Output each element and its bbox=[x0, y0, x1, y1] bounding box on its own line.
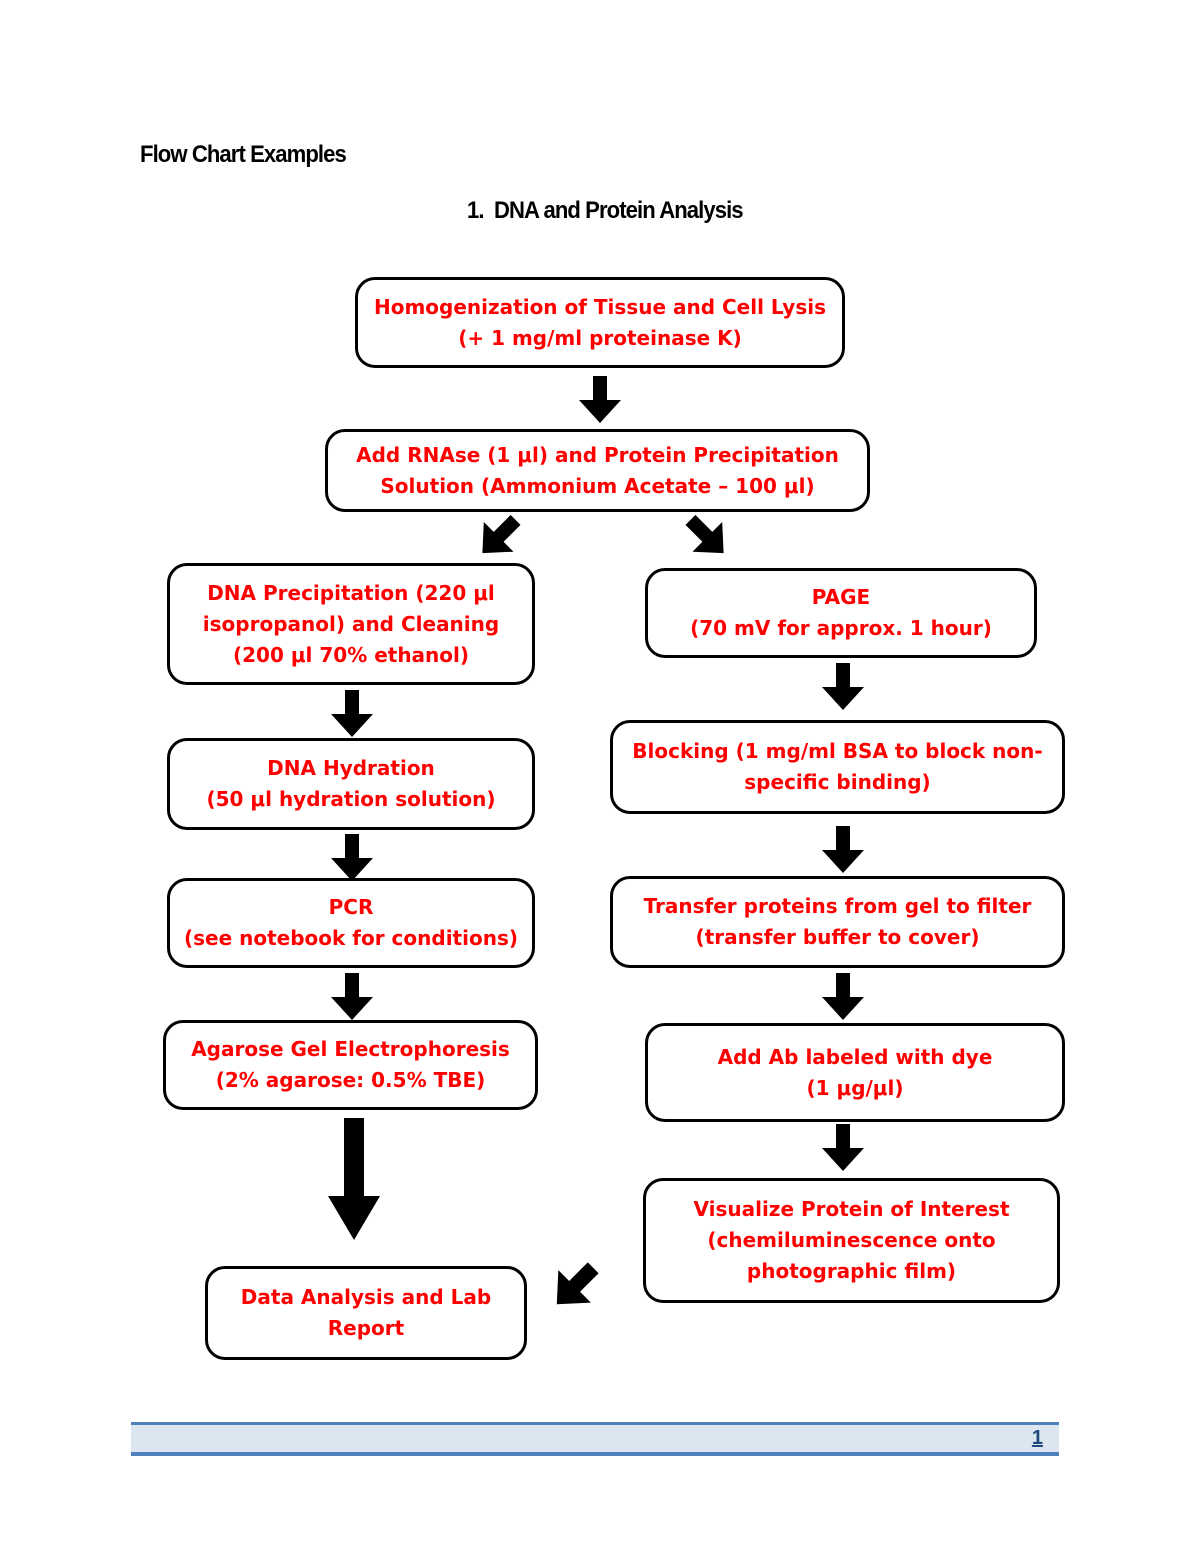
flowchart-box-transfer: Transfer proteins from gel to filter (tr… bbox=[610, 876, 1065, 968]
box-text-line: (transfer buffer to cover) bbox=[695, 925, 980, 949]
box-text-line: specific binding) bbox=[744, 770, 931, 794]
flowchart-box-page: PAGE (70 mV for approx. 1 hour) bbox=[645, 568, 1037, 658]
arrow-down-left-icon bbox=[482, 514, 521, 554]
box-text-line: Visualize Protein of Interest bbox=[693, 1197, 1010, 1221]
flowchart-box-pcr: PCR (see notebook for conditions) bbox=[167, 878, 535, 968]
box-text-line: (70 mV for approx. 1 hour) bbox=[690, 616, 992, 640]
arrow-down-icon bbox=[331, 834, 373, 881]
flowchart-box-data-analysis: Data Analysis and Lab Report bbox=[205, 1266, 527, 1360]
box-text-line: (50 μl hydration solution) bbox=[206, 787, 496, 811]
arrow-down-icon bbox=[822, 973, 864, 1020]
arrow-down-icon bbox=[822, 663, 864, 710]
flowchart-box-dna-hydration: DNA Hydration (50 μl hydration solution) bbox=[167, 738, 535, 830]
box-text-line: (see notebook for conditions) bbox=[183, 926, 518, 950]
arrow-down-right-icon bbox=[685, 514, 724, 554]
box-text-line: DNA Precipitation (220 μl bbox=[207, 580, 495, 605]
page-number: 1 bbox=[1031, 1427, 1043, 1449]
flowchart-box-blocking: Blocking (1 mg/ml BSA to block non- spec… bbox=[610, 720, 1065, 814]
box-text-line: isopropanol) and Cleaning bbox=[202, 611, 500, 636]
box-text-line: Report bbox=[327, 1316, 405, 1340]
arrow-down-icon bbox=[331, 690, 373, 737]
flowchart-box-agarose: Agarose Gel Electrophoresis (2% agarose:… bbox=[163, 1020, 538, 1110]
arrow-down-long-icon bbox=[328, 1118, 380, 1240]
box-text-line: Add Ab labeled with dye bbox=[717, 1044, 993, 1069]
box-text-line: Agarose Gel Electrophoresis bbox=[191, 1037, 510, 1061]
arrow-down-icon bbox=[822, 1124, 864, 1171]
page-title: Flow Chart Examples bbox=[140, 141, 347, 168]
box-text-line: Data Analysis and Lab bbox=[240, 1285, 492, 1309]
box-text-line: Homogenization of Tissue and Cell Lysis bbox=[373, 294, 827, 319]
box-text-line: (chemiluminescence onto bbox=[707, 1228, 996, 1252]
arrow-down-left-icon bbox=[556, 1262, 599, 1305]
flowchart-box-visualize: Visualize Protein of Interest (chemilumi… bbox=[643, 1178, 1060, 1303]
flowchart-box-add-ab: Add Ab labeled with dye (1 μg/μl) bbox=[645, 1023, 1065, 1122]
box-text-line: Transfer proteins from gel to filter bbox=[643, 894, 1032, 918]
footer-bar: 1 bbox=[131, 1422, 1059, 1456]
box-text-line: (1 μg/μl) bbox=[806, 1075, 904, 1100]
box-text-line: Add RNAse (1 μl) and Protein Precipitati… bbox=[356, 442, 839, 467]
box-text-line: photographic film) bbox=[746, 1259, 957, 1283]
box-text-line: (200 μl 70% ethanol) bbox=[232, 642, 470, 667]
box-text-line: Solution (Ammonium Acetate – 100 μl) bbox=[380, 473, 815, 498]
flowchart-box-dna-precipitation: DNA Precipitation (220 μl isopropanol) a… bbox=[167, 563, 535, 685]
arrow-down-icon bbox=[822, 826, 864, 873]
arrow-down-icon bbox=[579, 376, 621, 423]
arrow-down-icon bbox=[331, 973, 373, 1020]
flowchart-box-homogenization: Homogenization of Tissue and Cell Lysis … bbox=[355, 277, 845, 368]
box-text-line: DNA Hydration bbox=[267, 756, 435, 780]
box-text-line: PAGE bbox=[811, 585, 871, 609]
box-text-line: PCR bbox=[328, 895, 374, 919]
box-text-line: (2% agarose: 0.5% TBE) bbox=[215, 1068, 486, 1092]
box-text-line: Blocking (1 mg/ml BSA to block non- bbox=[632, 739, 1043, 763]
box-text-line: (+ 1 mg/ml proteinase K) bbox=[458, 325, 742, 350]
flowchart-box-add-rnase: Add RNAse (1 μl) and Protein Precipitati… bbox=[325, 429, 870, 512]
section-heading: 1. DNA and Protein Analysis bbox=[467, 197, 744, 224]
